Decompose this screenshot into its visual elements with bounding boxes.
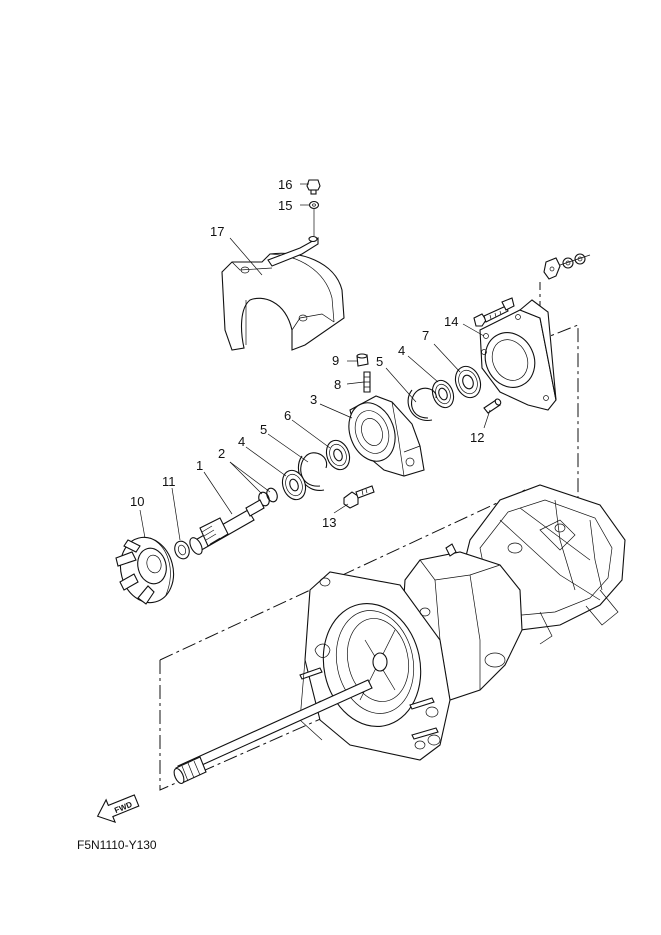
drive-shaft-part [189, 499, 265, 555]
circlip-right-part [407, 387, 437, 421]
part-callouts: 16 15 17 14 7 4 5 9 8 3 6 5 4 2 1 11 10 … [130, 177, 484, 530]
shaft-washer-part [174, 540, 190, 560]
callout-1: 1 [196, 458, 203, 473]
callout-7: 7 [422, 328, 429, 343]
bearing-left-part [281, 469, 307, 501]
leader-lines [139, 183, 491, 541]
housing-cover-part [473, 297, 557, 411]
long-drive-shaft [173, 679, 373, 785]
callout-17: 17 [210, 224, 224, 239]
duct-cover-part [221, 235, 345, 351]
cover-bolt-part [306, 179, 321, 236]
drawing-code: F5N1110-Y130 [77, 838, 157, 852]
callout-9: 9 [332, 353, 339, 368]
bracket-hardware-part [543, 253, 591, 280]
callout-12: 12 [470, 430, 484, 445]
bearing-right-2-part [431, 379, 455, 409]
housing-bolt-part [343, 485, 375, 509]
callout-16: 16 [278, 177, 292, 192]
callout-13: 13 [322, 515, 336, 530]
callout-8: 8 [334, 377, 341, 392]
fwd-arrow-icon: FWD [96, 794, 140, 824]
callout-4-right: 4 [398, 343, 405, 358]
callout-3: 3 [310, 392, 317, 407]
callout-15: 15 [278, 198, 292, 213]
callout-11: 11 [162, 474, 176, 489]
bearing-housing-part [348, 353, 425, 477]
callout-10: 10 [130, 494, 144, 509]
jet-pump-housing [299, 484, 626, 761]
callout-5-left: 5 [260, 422, 267, 437]
callout-4-left: 4 [238, 434, 245, 449]
bearing-mid-part [325, 439, 351, 471]
dowel-pin-part [483, 398, 502, 414]
bearing-right-part [454, 365, 482, 399]
callout-2: 2 [218, 446, 225, 461]
callout-5-right: 5 [376, 354, 383, 369]
callout-6: 6 [284, 408, 291, 423]
callout-14: 14 [444, 314, 458, 329]
impeller-part [115, 536, 175, 605]
